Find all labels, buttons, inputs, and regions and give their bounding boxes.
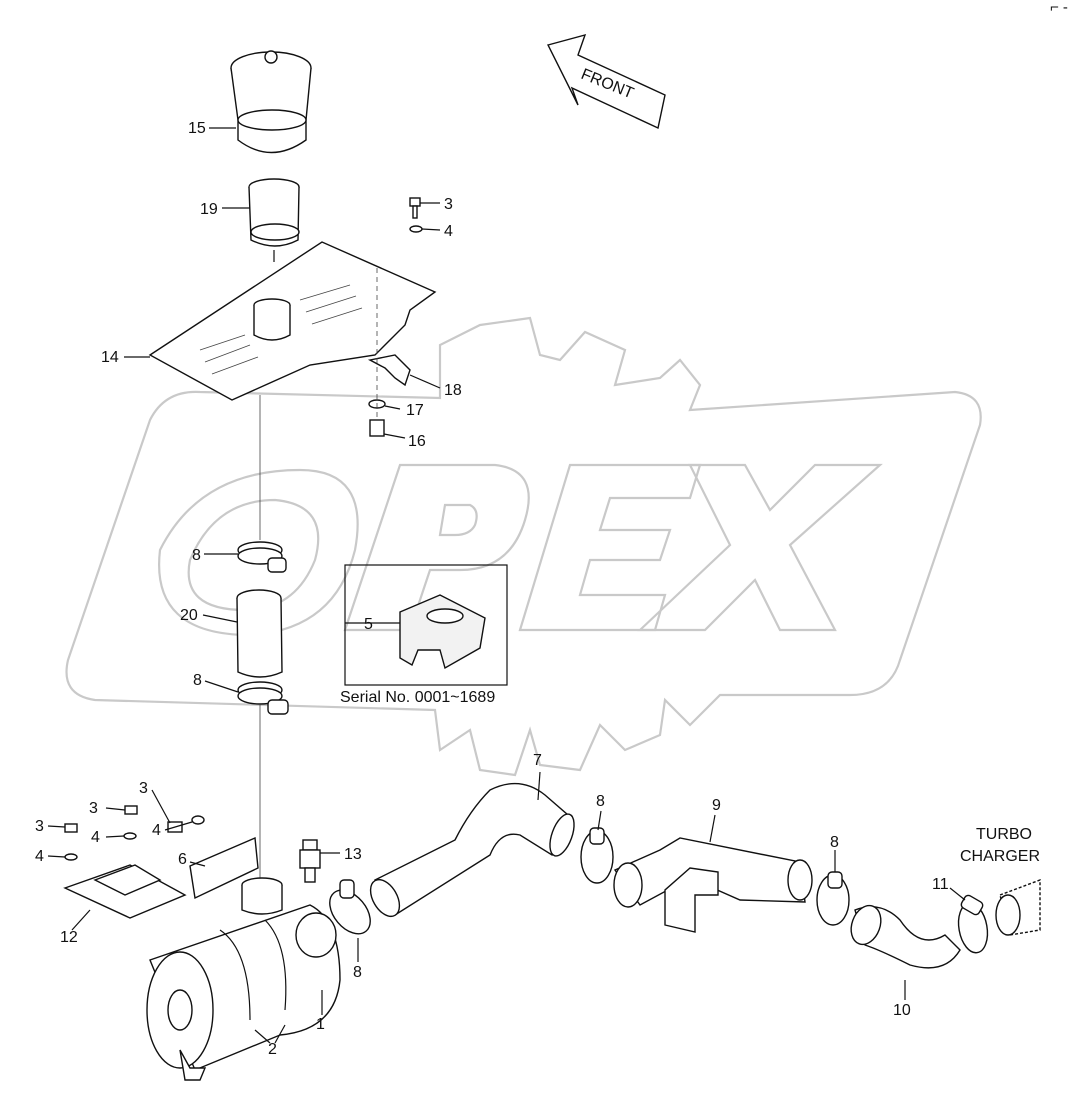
callout-14: 14	[101, 349, 119, 366]
callout-2: 2	[268, 1041, 277, 1058]
part-14-plate	[148, 241, 437, 401]
part-18-bracket	[367, 354, 441, 389]
part-8-clamp-lower	[237, 681, 289, 715]
callout-3-lower-c: 3	[35, 818, 44, 835]
part-10-elbow-hose	[850, 904, 961, 1000]
corner-mark: ⌐ ‑	[1050, 0, 1068, 16]
part-7-hose	[369, 771, 575, 918]
part-3-bolt-top	[409, 197, 440, 219]
part-16-bolt	[369, 419, 406, 439]
part-15-precleaner	[230, 50, 312, 154]
callout-3-lower-b: 3	[89, 800, 98, 817]
callout-13: 13	[344, 846, 362, 863]
callout-3-top: 3	[444, 196, 453, 213]
part-20-hose	[236, 589, 283, 678]
callout-4-top: 4	[444, 223, 453, 240]
serial-note: Serial No. 0001~1689	[340, 689, 495, 706]
callout-5: 5	[364, 616, 373, 633]
part-3-bolts-lower	[47, 789, 183, 833]
part-8-clamp-upper	[237, 541, 287, 573]
part-12-bracket	[63, 864, 187, 931]
part-6-plate	[189, 836, 259, 900]
callout-3-lower-a: 3	[139, 780, 148, 797]
callout-labels: 15 19 3 4 14 18 17 16 8 20 5 8 Serial No…	[35, 120, 949, 1058]
callout-12: 12	[60, 929, 78, 946]
callout-1: 1	[316, 1016, 325, 1033]
part-11-clamp	[949, 887, 989, 954]
part-1-air-cleaner	[146, 877, 341, 1081]
callout-4-lower-c: 4	[35, 848, 44, 865]
callout-8-lower: 8	[193, 672, 202, 689]
part-19-connector	[248, 178, 300, 262]
callout-6: 6	[178, 851, 187, 868]
turbo-label-line2: CHARGER	[960, 848, 1040, 865]
callout-16: 16	[408, 433, 426, 450]
opex-watermark	[65, 316, 982, 777]
callout-15: 15	[188, 120, 206, 137]
part-4-washers-lower	[47, 815, 205, 861]
part-2-bands	[219, 919, 287, 1044]
callout-4-lower-b: 4	[91, 829, 100, 846]
callout-18: 18	[444, 382, 462, 399]
callout-4-lower-a: 4	[152, 822, 161, 839]
part-8-clamp-elbow	[329, 879, 371, 962]
callout-20: 20	[180, 607, 198, 624]
part-4-washer-top	[409, 225, 441, 233]
callout-11: 11	[932, 876, 949, 893]
callout-8-mid1: 8	[596, 793, 605, 810]
part-8-clamp-mid1	[580, 827, 614, 884]
part-8-clamp-mid2	[816, 850, 850, 926]
callout-9: 9	[712, 797, 721, 814]
front-arrow: FRONT	[546, 33, 666, 130]
callout-17: 17	[406, 402, 424, 419]
callout-7: 7	[533, 752, 542, 769]
part-13-sensor	[299, 839, 340, 883]
callout-8-upper: 8	[192, 547, 201, 564]
callout-19: 19	[200, 201, 218, 218]
turbo-charger-stub: TURBO CHARGER	[960, 826, 1041, 936]
callout-8-elbow: 8	[353, 964, 362, 981]
callout-10: 10	[893, 1002, 911, 1019]
turbo-label-line1: TURBO	[976, 826, 1032, 843]
part-17-washer	[368, 399, 401, 410]
part-5-inset	[344, 564, 508, 686]
callout-8-mid2: 8	[830, 834, 839, 851]
part-9-pipe	[613, 814, 813, 933]
